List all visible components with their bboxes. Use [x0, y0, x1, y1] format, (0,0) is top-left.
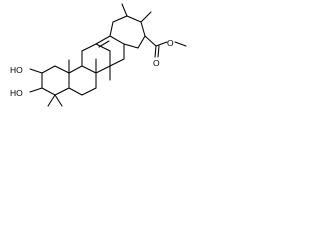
ester-oxygen-bond — [155, 41, 168, 47]
hydroxyl-bond-lower — [29, 87, 43, 93]
methoxy-bond — [174, 41, 187, 47]
ester-carbon-bond — [144, 35, 157, 47]
chemical-structure: HO HO O O — [10, 3, 187, 107]
ring-bonds — [41, 15, 146, 96]
methyl-c20 — [140, 11, 152, 23]
hydroxyl-bond-upper — [29, 68, 43, 74]
methyl-groups — [47, 3, 152, 107]
methyl-ester-group: O O — [144, 35, 187, 68]
ring-b — [68, 65, 97, 96]
carbonyl-bond-b — [157, 45, 160, 58]
ester-oxygen-label: O — [167, 38, 174, 48]
methyl-c4-b — [54, 94, 63, 107]
hydroxyl-groups: HO HO — [10, 65, 43, 98]
double-bond-c12 — [98, 40, 110, 48]
ring-e — [109, 15, 146, 49]
carbonyl-oxygen-label: O — [153, 58, 160, 68]
methyl-c4-a — [47, 94, 56, 107]
hydroxyl-label-lower: HO — [10, 88, 23, 98]
carbonyl-bond-a — [154, 45, 157, 58]
methyl-c19 — [121, 3, 128, 17]
ring-c — [81, 43, 111, 74]
ring-a — [41, 65, 70, 96]
hydroxyl-label-upper: HO — [10, 65, 23, 75]
